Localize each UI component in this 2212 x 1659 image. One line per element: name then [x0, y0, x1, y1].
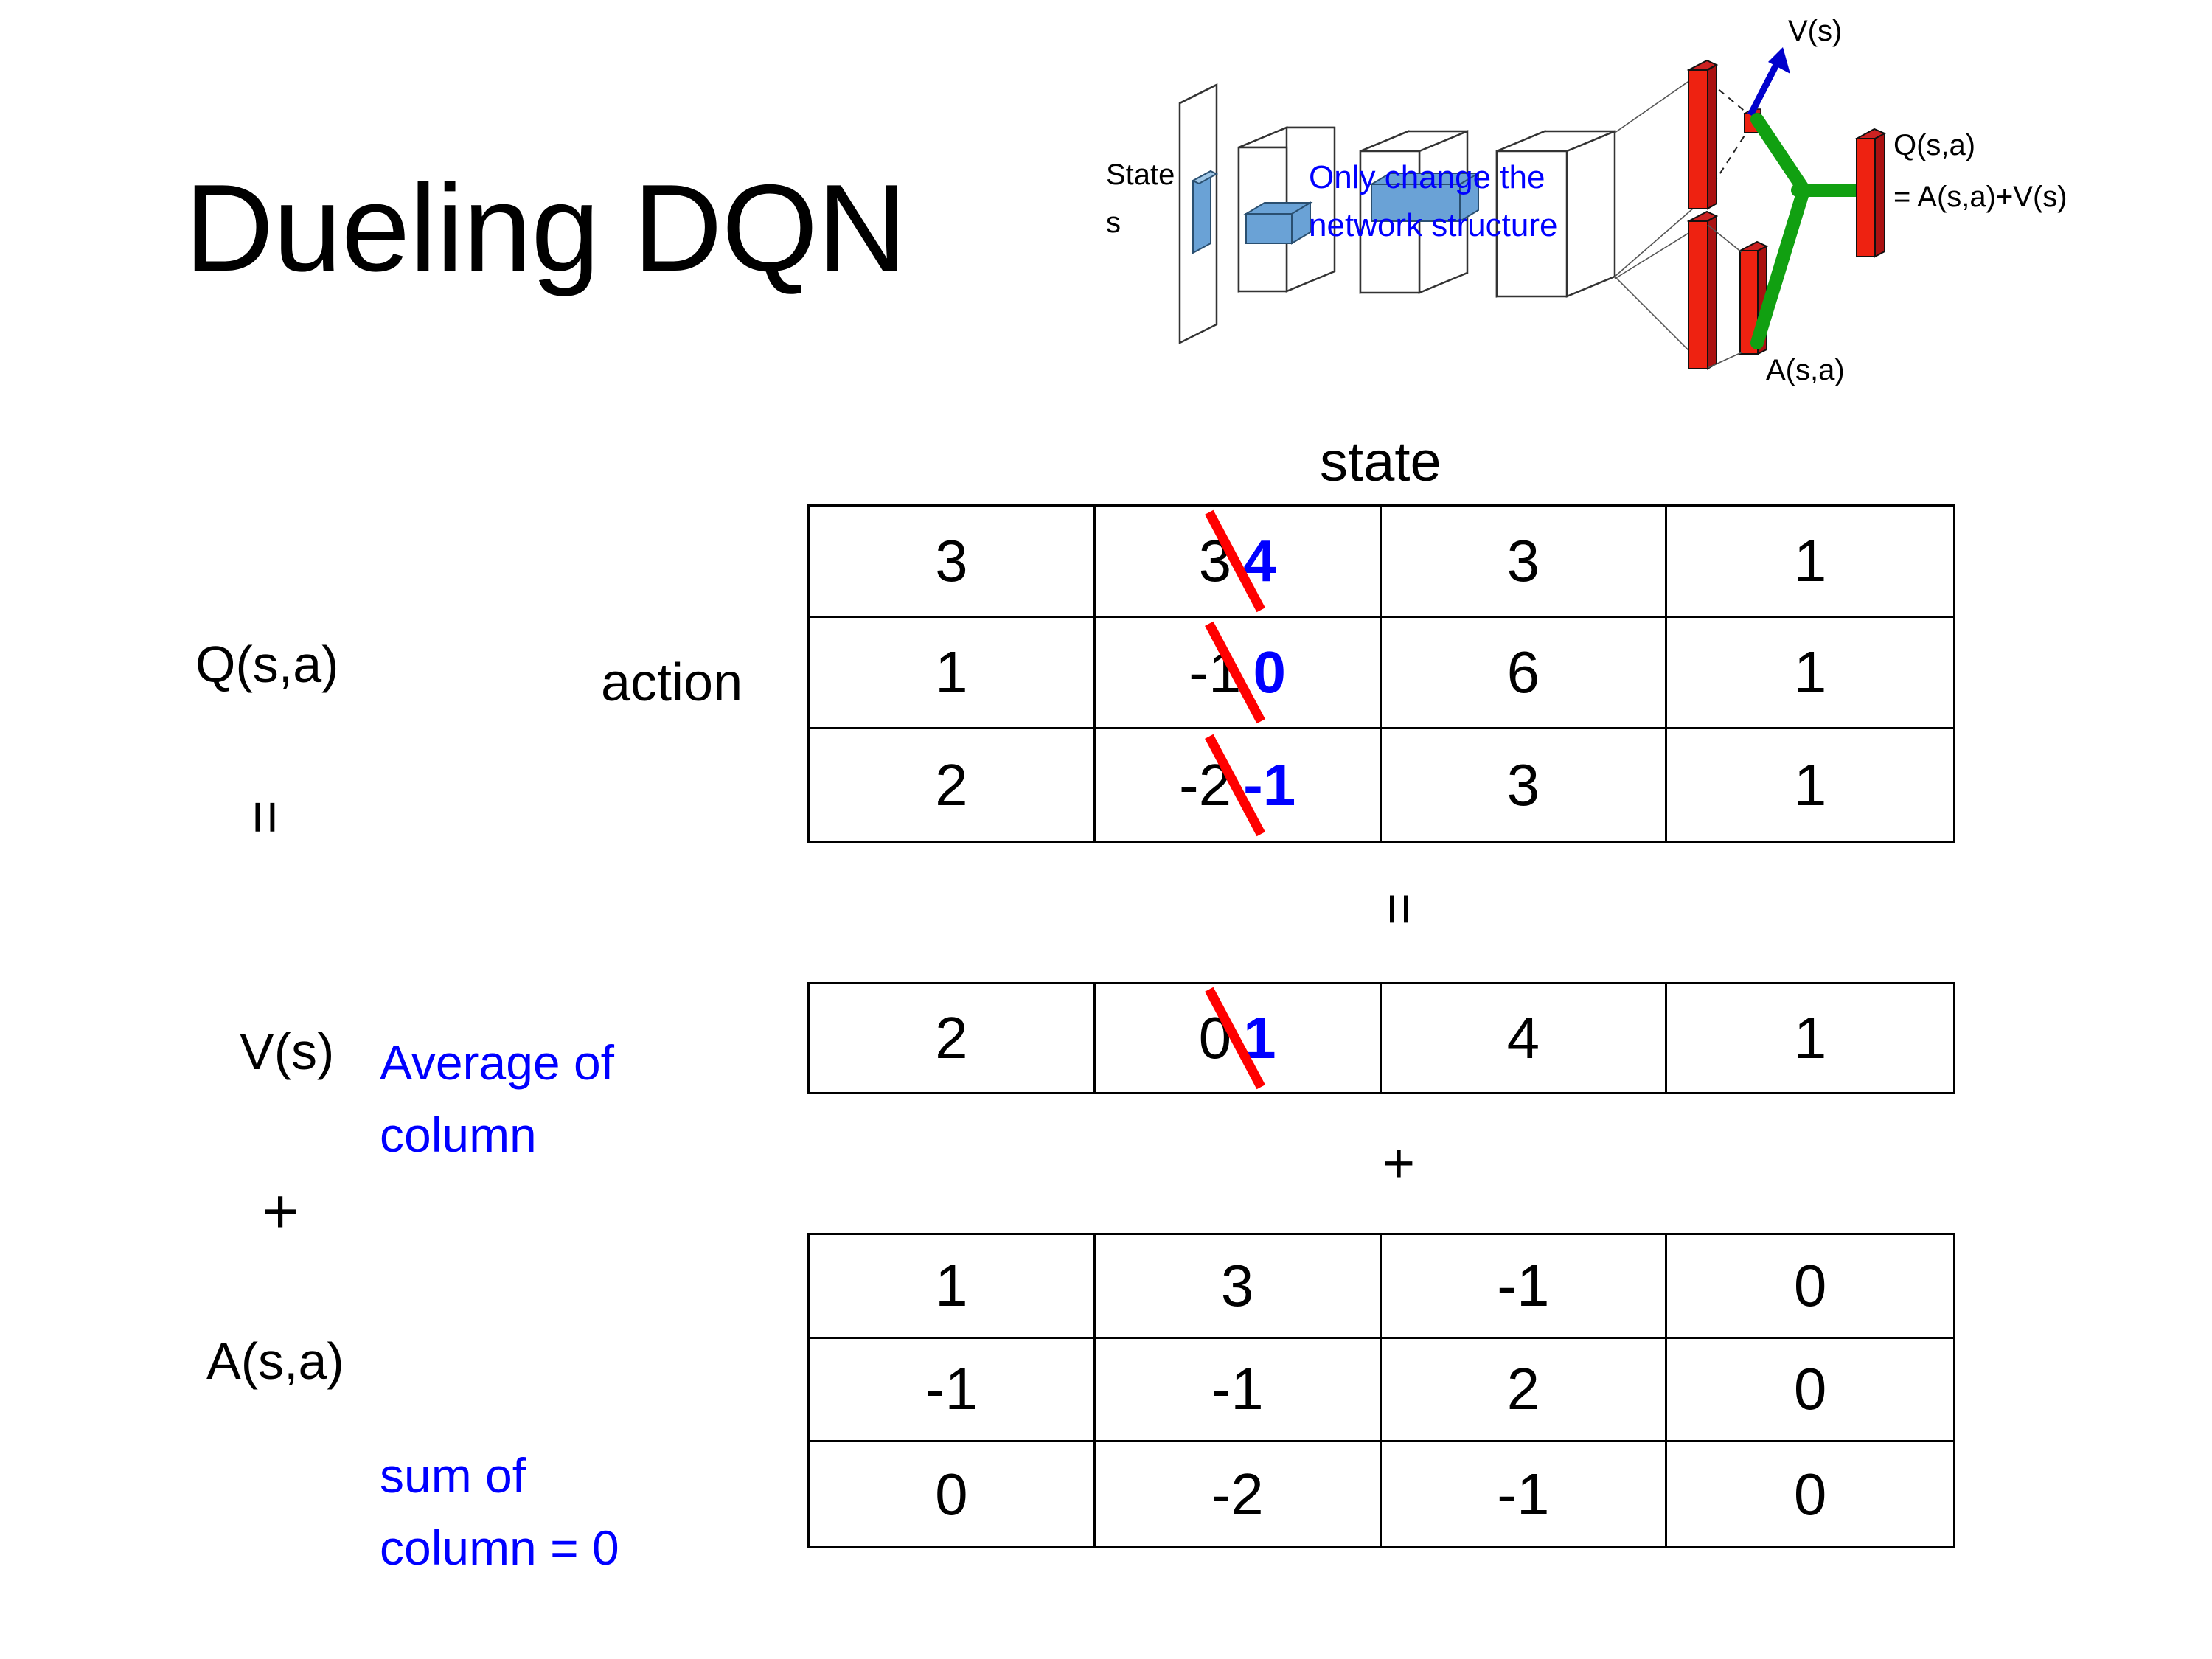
cell-value: 1	[1793, 528, 1827, 594]
q-cell-r2c2: 3	[1382, 729, 1668, 841]
cell-value: 3	[1220, 1252, 1254, 1318]
a-output-label: A(s,a)	[1766, 354, 1845, 386]
state-input-label-line1: State	[1106, 159, 1175, 191]
v-output-arrow-icon	[1747, 47, 1790, 117]
advantage-output-bar-icon	[1738, 240, 1769, 355]
cell-value: 1	[935, 1252, 968, 1318]
q-cell-r0c1: 3 4	[1095, 507, 1382, 618]
cell-old-value: 0	[1198, 1005, 1232, 1071]
cell-value: 1	[1793, 751, 1827, 818]
q-cell-r0c0: 3	[810, 507, 1096, 618]
q-table: 3 3 4 3 1 1 -1 0 6 1 2 -2 -1	[807, 504, 1955, 843]
action-axis-label: action	[601, 653, 743, 712]
a-cell-r0c0: 1	[810, 1235, 1096, 1339]
cell-value: 3	[1506, 751, 1540, 818]
cell-value: 3	[1506, 528, 1540, 594]
a-table: 1 3 -1 0 -1 -1 2 0 0 -2 -1 0	[807, 1233, 1955, 1548]
q-cell-r2c3: 1	[1667, 729, 1953, 841]
cell-value: 1	[1793, 639, 1827, 705]
v-table: 2 0 1 4 1	[807, 982, 1955, 1094]
equals-sign-center: =	[1368, 892, 1430, 926]
conv-patch-2-icon	[1368, 172, 1481, 223]
q-function-label: Q(s,a)	[195, 636, 339, 693]
cell-old-value: -1	[1189, 639, 1242, 705]
q-cell-r1c3: 1	[1667, 618, 1953, 729]
network-note-line2: network structure	[1309, 207, 1557, 243]
network-note-line1: Only change the	[1309, 159, 1545, 195]
v-cell-c0: 2	[810, 984, 1096, 1092]
cell-value: 4	[1506, 1005, 1540, 1071]
a-cell-r0c2: -1	[1381, 1235, 1668, 1339]
page-title: Dueling DQN	[184, 159, 907, 297]
cell-new-value: 0	[1253, 639, 1286, 705]
a-cell-r2c2: -1	[1382, 1442, 1668, 1546]
a-cell-r1c2: 2	[1381, 1338, 1668, 1443]
q-cell-r1c0: 1	[810, 618, 1096, 729]
cell-value: -1	[1211, 1356, 1264, 1422]
cell-value: 2	[935, 1005, 968, 1071]
state-axis-header: state	[1320, 431, 1441, 493]
cell-value: 0	[1793, 1356, 1827, 1422]
cell-value: 0	[1793, 1252, 1827, 1318]
q-cell-r1c1: -1 0	[1095, 618, 1382, 729]
state-input-label-line2: s	[1106, 206, 1121, 239]
v-cell-c3: 1	[1667, 984, 1953, 1092]
cell-value: -1	[1497, 1461, 1550, 1527]
cell-value: 1	[1793, 1005, 1827, 1071]
cell-value: 2	[1506, 1356, 1540, 1422]
cell-value: -1	[1497, 1252, 1550, 1318]
q-cell-r1c2: 6	[1381, 618, 1668, 729]
cell-value: 6	[1506, 639, 1540, 705]
cell-value: -1	[925, 1356, 978, 1422]
input-patch-icon	[1191, 170, 1219, 254]
a-cell-r2c0: 0	[810, 1442, 1096, 1546]
average-note-line2: column	[380, 1107, 537, 1162]
sum-note-line2: column = 0	[380, 1520, 619, 1575]
cell-new-value: 4	[1243, 528, 1276, 594]
conv-layer-3-icon	[1495, 130, 1616, 298]
cell-value: -2	[1211, 1461, 1264, 1527]
a-cell-r1c1: -1	[1095, 1338, 1382, 1443]
q-cell-r2c0: 2	[810, 729, 1096, 841]
cell-old-value: 3	[1198, 528, 1232, 594]
cell-old-value: -2	[1178, 751, 1232, 818]
a-cell-r0c3: 0	[1667, 1235, 1953, 1339]
cell-value: 0	[1793, 1461, 1827, 1527]
q-output-bar-icon	[1854, 128, 1887, 258]
cell-value: 2	[935, 751, 968, 818]
v-cell-c1: 0 1	[1096, 984, 1382, 1092]
plus-sign-center: +	[1382, 1132, 1416, 1194]
cell-new-value: -1	[1243, 751, 1296, 818]
q-output-label-line1: Q(s,a)	[1893, 129, 1975, 161]
merge-connector-icon	[1750, 113, 1872, 349]
fc-connections-icon	[1614, 73, 1700, 362]
cell-new-value: 1	[1243, 1005, 1276, 1071]
q-cell-r2c1: -2 -1	[1096, 729, 1382, 841]
a-cell-r1c3: 0	[1667, 1339, 1953, 1443]
a-function-label: A(s,a)	[206, 1332, 344, 1390]
q-cell-r0c2: 3	[1381, 507, 1668, 618]
a-cell-r2c1: -2	[1096, 1442, 1382, 1546]
a-cell-r1c0: -1	[810, 1338, 1096, 1443]
cell-value: 3	[935, 528, 968, 594]
q-cell-r0c3: 1	[1667, 507, 1953, 618]
v-output-label: V(s)	[1788, 15, 1842, 47]
v-cell-c2: 4	[1382, 984, 1668, 1092]
v-function-label: V(s)	[240, 1023, 335, 1080]
average-note-line1: Average of	[380, 1035, 615, 1090]
equals-sign-left-q-v: =	[233, 800, 299, 835]
conv-patch-1-icon	[1243, 201, 1313, 245]
a-cell-r2c3: 0	[1667, 1442, 1953, 1546]
cell-value: 0	[935, 1461, 968, 1527]
sum-note-line1: sum of	[380, 1448, 526, 1503]
value-fc-bar-icon	[1686, 59, 1719, 210]
a-cell-r0c1: 3	[1095, 1235, 1382, 1339]
cell-value: 1	[935, 639, 968, 705]
q-output-label-line2: = A(s,a)+V(s)	[1893, 181, 2067, 213]
dueling-network-diagram: State s Only change the V(s) A(s,a) Q(s,…	[1099, 7, 2205, 406]
plus-sign-left-v-a: +	[262, 1176, 299, 1247]
advantage-fc-bar-icon	[1686, 210, 1719, 370]
